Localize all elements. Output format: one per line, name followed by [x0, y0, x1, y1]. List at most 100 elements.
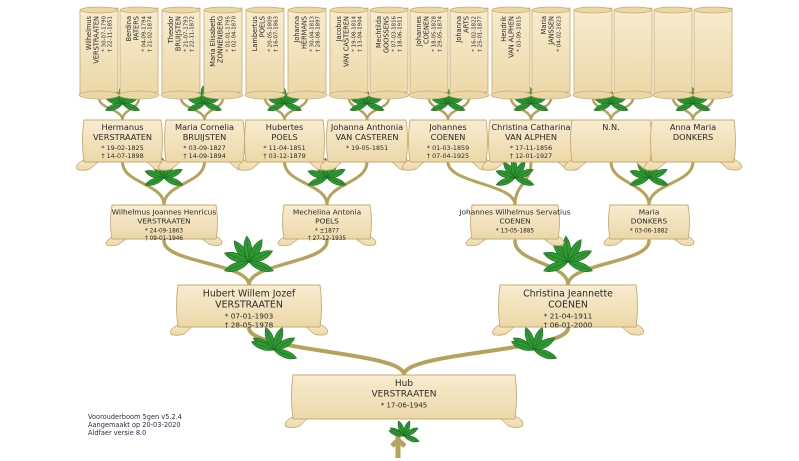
surname: JANSSEN [547, 16, 555, 46]
birth-date: * 19-02-1825 [101, 144, 143, 152]
ancestor-scroll-gen4 [613, 7, 653, 99]
death-date: † 28-08-1897 [315, 16, 321, 52]
death-date: † 06-01-2000 [544, 321, 593, 330]
death-date: † 21-02-1874 [147, 15, 153, 51]
death-date: † 09-01-1946 [145, 236, 184, 242]
surname: PATERS [132, 16, 140, 41]
footer-aldfaer-version: Aldfaer versie 8.0 [88, 429, 182, 437]
footer-created-date: Aangemaakt op 20-03-2020 [88, 421, 182, 429]
surname: COENEN [431, 132, 466, 142]
surname: POELS [258, 16, 266, 37]
death-date: † 14-09-1894 [183, 152, 225, 160]
given-name: Maria [639, 207, 660, 216]
death-date: † 16-07-1863 [273, 16, 279, 52]
birth-date: * 03-09-1827 [183, 144, 225, 152]
death-date: † 28-05-1978 [225, 321, 274, 330]
ancestor-scroll-gen2: Mechelina AntoniaPOELS * ±1877† 27-12-193… [278, 205, 376, 246]
ancestor-scroll-gen4 [573, 7, 613, 99]
death-date: † 22-11-1851 [107, 16, 113, 52]
surname: VAN ALPHEN [505, 132, 557, 142]
birth-date: * 01-03-1859 [427, 144, 469, 152]
death-date: † 22-11-1872 [189, 16, 195, 52]
given-name: Maria Cornelia [175, 122, 234, 132]
surname: VERSTRAATEN [372, 390, 437, 400]
death-date: † 13-04-1904 [357, 15, 363, 51]
given-name: Mechelina Antonia [293, 207, 361, 216]
given-name: Johanna Anthonia [330, 122, 403, 132]
surname: DONKERS [673, 132, 713, 142]
birth-date: * 04-02-1823 [556, 16, 562, 52]
given-name: Hub [395, 379, 413, 389]
surname: VERSTRAATEN [92, 16, 100, 64]
surname: COENEN [499, 216, 530, 225]
birth-date: * 24-09-1863 [145, 229, 184, 235]
given-name: Johannes [428, 122, 466, 132]
death-date: † 25-01-1877 [477, 16, 483, 52]
surname: VAN CASTEREN [335, 132, 398, 142]
birth-date: * 21-04-1911 [544, 312, 593, 321]
surname: BRUIJSTEN [183, 132, 227, 142]
surname: POELS [271, 132, 297, 142]
ancestor-scroll-gen4: JohannaHERMANS* 30-04-1813† 28-08-1897 [287, 7, 327, 99]
birth-date: * 03-09-1815 [516, 16, 522, 52]
surname: BRUIJSTEN [174, 16, 182, 51]
death-date: † 07-04-1925 [427, 152, 469, 160]
surname: GOOSSENS [382, 16, 390, 53]
birth-date: * 17-11-1856 [510, 144, 552, 152]
birth-date: * 11-04-1851 [263, 144, 305, 152]
surname: VAN CASTEREN [342, 16, 350, 67]
given-name: Wilhelmus Joannes Henricus [112, 207, 217, 216]
death-date: † 12-01-1927 [510, 152, 552, 160]
birth-date: * 07-01-1903 [225, 312, 274, 321]
birth-date: * 13-05-1885 [496, 229, 535, 235]
ancestor-scrolls: WilhelmusVERSTRAATEN* 30-07-1790† 22-11-… [76, 7, 741, 428]
surname: COENEN [422, 16, 430, 44]
surname: ZONNENBERG [216, 16, 224, 63]
ancestor-scroll-gen4: BerdinaPATERS* 04-09-1794† 21-02-1874 [119, 7, 159, 99]
surname: HERMANS [300, 16, 308, 49]
surname: ARTS [462, 16, 470, 33]
ancestor-scroll-gen4 [693, 7, 733, 99]
death-date: † 03-12-1879 [263, 152, 305, 160]
given-name: Johannes Wilhelmus Servatius [458, 207, 570, 216]
death-date: † 29-05-1874 [437, 15, 443, 51]
surname: COENEN [548, 299, 588, 310]
death-date: † 02-04-1870 [231, 15, 237, 51]
birth-date: * ±1877 [315, 229, 340, 235]
ancestor-scroll-gen4 [653, 7, 693, 99]
given-name: Christina Jeannette [523, 288, 613, 299]
surname: VERSTRAATEN [137, 216, 190, 225]
given-name: Hubertes [266, 122, 303, 132]
given-name: Christina Catharina [491, 122, 570, 132]
ancestor-scroll-gen4: LambertusPOELS* 20-05-1809† 16-07-1863 [245, 7, 285, 99]
given-name: Hermanus [101, 122, 143, 132]
given-name: Hubert Willem Jozef [203, 288, 296, 299]
surname: VAN ALPHEN [507, 16, 515, 58]
ancestor-scroll-gen4: JohannaARTS* 16-02-1822† 25-01-1877 [449, 7, 489, 99]
birth-date: * 03-06-1882 [630, 229, 669, 235]
surname: VERSTRAATEN [93, 132, 152, 142]
surname: VERSTRAATEN [215, 299, 283, 310]
surname: DONKERS [631, 216, 668, 225]
death-date: † 14-07-1898 [101, 152, 143, 160]
footer-program: Voorouderboom 5gen v5.2.4 [88, 413, 182, 421]
surname: POELS [315, 216, 339, 225]
birth-date: * 17-06-1945 [381, 401, 428, 410]
given-name: N.N. [602, 122, 619, 132]
death-date: † 27-12-1935 [308, 236, 347, 242]
death-date: † 18-06-1911 [397, 16, 403, 52]
birth-date: * 19-05-1851 [346, 144, 388, 152]
given-name: Anna Maria [670, 122, 716, 132]
ancestor-scroll-gen1: Christina JeannetteCOENEN * 21-04-1911† 0… [492, 285, 643, 335]
software-footer: Voorouderboom 5gen v5.2.4 Aangemaakt op … [88, 413, 182, 437]
